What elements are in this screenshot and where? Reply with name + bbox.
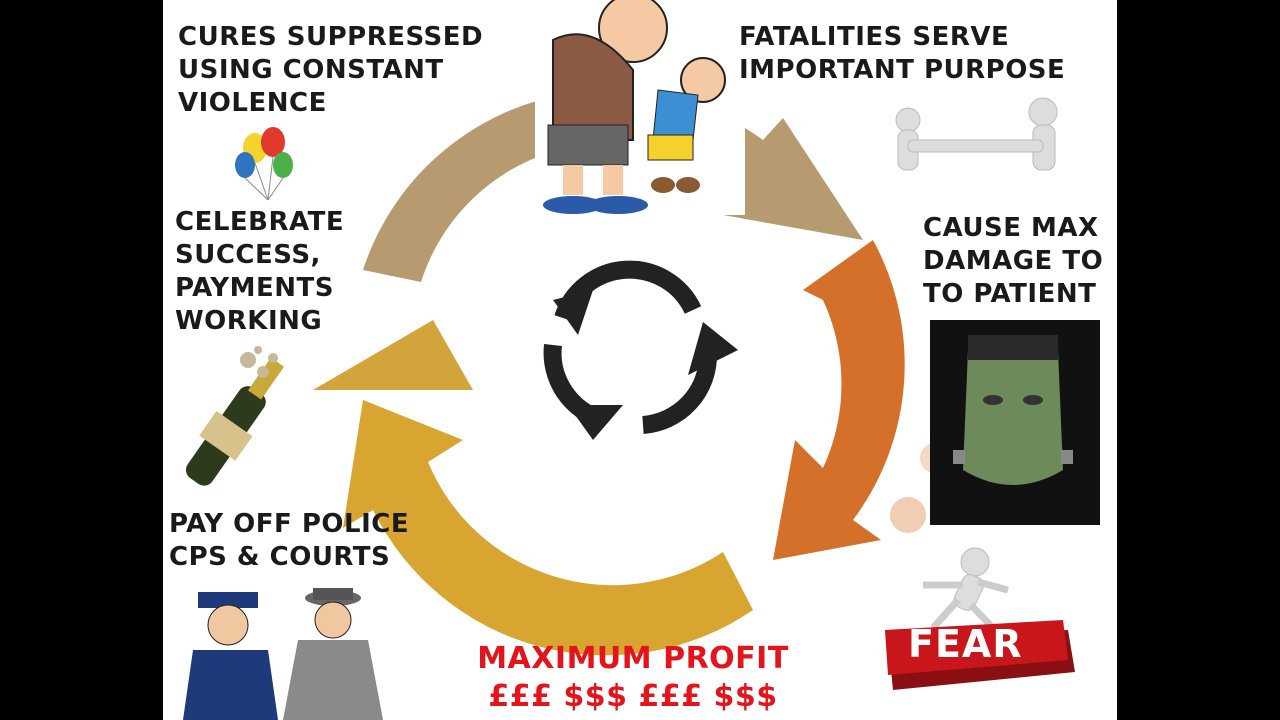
label-celebrate: CELEBRATE SUCCESS, PAYMENTS WORKING (175, 206, 344, 338)
dot (890, 497, 926, 533)
bully-cartoon-icon (535, 0, 745, 215)
label-damage: CAUSE MAX DAMAGE TO TO PATIENT (923, 212, 1103, 311)
balloons-icon (235, 127, 293, 200)
champagne-bottle-icon (176, 350, 295, 494)
frankenstein-face-icon (930, 320, 1100, 525)
stretcher-figures-icon (896, 98, 1057, 170)
label-money: £££ $$$ £££ $$$ (453, 678, 813, 716)
cycle-arrows-icon (553, 270, 708, 425)
fear-sign-text: FEAR (908, 628, 1023, 661)
gangster-icon (283, 588, 383, 720)
policeman-icon (183, 592, 278, 720)
label-profit: MAXIMUM PROFIT (453, 640, 813, 678)
running-figure-icon (923, 548, 1008, 628)
label-fatalities: FATALITIES SERVE IMPORTANT PURPOSE (739, 21, 1065, 87)
diagram-canvas: CURES SUPPRESSED USING CONSTANT VIOLENCE… (163, 0, 1117, 720)
arc-right (773, 240, 905, 560)
label-cures: CURES SUPPRESSED USING CONSTANT VIOLENCE (178, 21, 483, 120)
label-payoff: PAY OFF POLICE CPS & COURTS (169, 508, 409, 574)
